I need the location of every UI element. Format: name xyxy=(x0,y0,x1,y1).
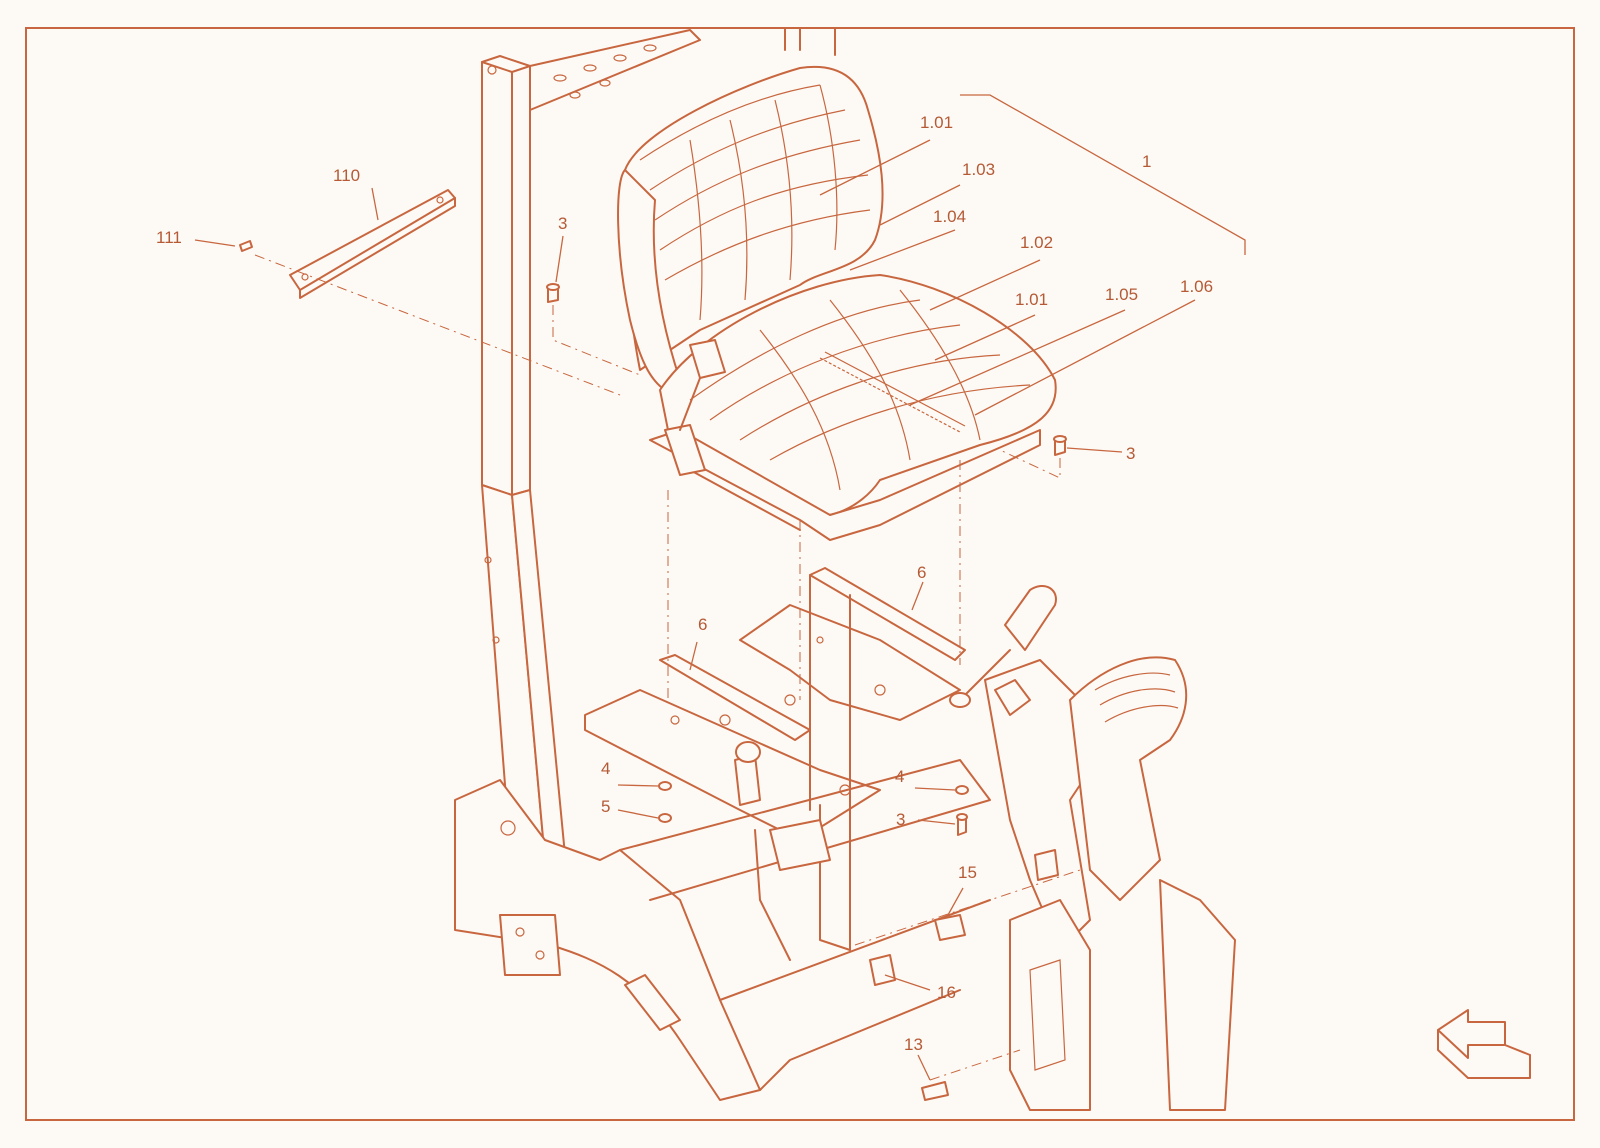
callout-seat-cushion: 1.02 xyxy=(1020,233,1053,252)
callout-bolt-right: 3 xyxy=(1126,444,1135,463)
callout-seat-pan: 1.05 xyxy=(1105,285,1138,304)
callout-backrest-cover: 1.03 xyxy=(962,160,995,179)
callout-rail-left: 6 xyxy=(698,615,707,634)
leaders xyxy=(194,94,1246,1081)
fasteners xyxy=(546,283,1067,836)
callout-bolt-top: 3 xyxy=(558,214,567,233)
callout-switch-16: 16 xyxy=(937,983,956,1002)
right-console xyxy=(949,585,1236,1111)
callout-screw: 111 xyxy=(156,228,182,247)
callout-nut-left: 5 xyxy=(601,797,610,816)
callout-bolt-lower: 3 xyxy=(896,810,905,829)
callout-rail-right: 6 xyxy=(917,563,926,582)
cab-post xyxy=(481,55,566,861)
callout-seat-cushion-upper: 1.01 xyxy=(920,113,953,132)
callout-washer-left: 4 xyxy=(601,759,610,778)
callout-seat-assembly: 1 xyxy=(1142,152,1151,171)
upper-crossbar xyxy=(529,27,836,111)
callout-bracket: 110 xyxy=(333,166,360,185)
mounting-plates xyxy=(584,567,966,951)
seat xyxy=(617,65,1057,541)
lower-frame xyxy=(454,759,991,1101)
callout-seat-rail: 1.06 xyxy=(1180,277,1213,296)
callout-switch-15: 15 xyxy=(958,863,977,882)
switches xyxy=(869,914,966,1101)
callout-washer-right: 4 xyxy=(895,767,904,786)
direction-arrow-icon xyxy=(1437,1009,1531,1079)
bracket-110 xyxy=(239,189,456,299)
callout-seat-cushion-lower: 1.01 xyxy=(1015,290,1048,309)
callout-switch-13: 13 xyxy=(904,1035,923,1054)
callout-seat-belt: 1.04 xyxy=(933,207,966,226)
alignment-lines xyxy=(254,254,1081,1081)
left-joystick xyxy=(734,741,831,961)
